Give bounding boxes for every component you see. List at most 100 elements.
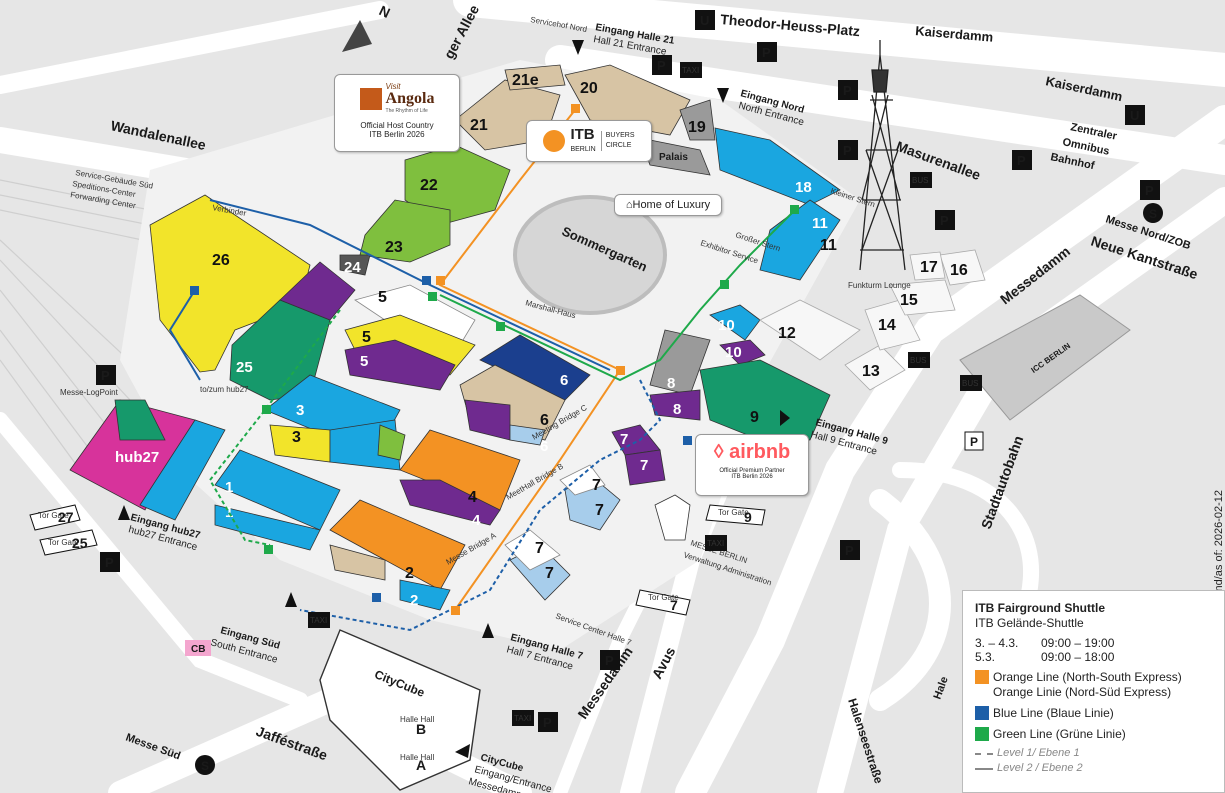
legend-blue: Blue Line (Blaue Linie) [975,706,1224,721]
svg-text:U: U [700,13,709,28]
hall-7-2b-label: 7 [592,477,601,494]
halls [69,64,986,791]
svg-text:S: S [1149,207,1157,221]
solid-line-icon [975,768,993,770]
hall-19-label: 19 [688,119,706,136]
stop-orange-2[interactable] [451,606,460,615]
stop-orange-mid[interactable] [436,276,445,285]
svg-text:P: P [1017,153,1026,168]
parking-icon-9[interactable]: P [100,552,120,572]
hall-3-green [377,424,406,461]
svg-text:P: P [1145,183,1154,198]
parking-icon-7[interactable]: P [935,210,955,230]
halle-b-letter: B [416,721,426,737]
parking-icon-10[interactable]: P [840,540,860,560]
parking-icon[interactable]: P [652,55,672,75]
arrow-entrance-21 [572,40,584,55]
gate-9[interactable]: Tor Gate 9 [705,504,766,526]
palais-label: Palais [659,152,688,163]
hall-10-purple [719,339,766,366]
taxi-icon-4[interactable]: TAXI [512,710,534,726]
s-bahn-sued-icon[interactable]: S [195,755,215,775]
arrow-entrance-hub27 [118,505,130,520]
stop-green-5[interactable] [428,292,437,301]
entrance-arrows [118,40,790,758]
hall-11b-label: 11 [820,237,837,254]
airbnb-callout[interactable]: ◊ airbnb Official Premium Partner ITB Be… [695,434,809,496]
hall-21-label: 21 [470,117,488,134]
hall-1-2-label: 1 [225,479,233,496]
home-of-luxury-callout[interactable]: ⌂Home of Luxury [614,194,722,216]
angola-callout[interactable]: Visit Angola The Rhythm of Life Official… [334,74,460,152]
svg-text:P: P [657,58,666,73]
stop-blue-9[interactable] [683,436,692,445]
svg-text:P: P [843,83,852,98]
parking-icon-13[interactable]: P [964,431,984,451]
hall-2-2-label: 2 [405,565,414,582]
hall-3-2-label: 3 [296,402,304,419]
funkturm-tower-icon [859,40,906,271]
parking-icon-6[interactable]: P [1140,180,1160,200]
bus-icon[interactable]: BUS [910,172,932,188]
stop-blue-24[interactable] [422,276,431,285]
shuttle-lines [168,109,796,632]
itb-buyers: BUYERS [605,132,635,139]
taxi-icon[interactable]: TAXI [680,62,702,78]
svg-text:S: S [201,759,209,773]
legend-level2: Level 2 / Ebene 2 [975,761,1224,776]
gate-27[interactable]: Tor Gate 27 [29,504,81,531]
parking-icon-3[interactable]: P [838,80,858,100]
itb-circle: CIRCLE [605,142,632,149]
halle-b-label: Halle Hall [400,715,434,724]
hall-16-label: 16 [950,262,968,279]
s-bahn-nord-icon[interactable]: S [1143,203,1163,223]
parking-icon-11[interactable]: P [600,650,620,670]
taxi-icon-3[interactable]: TAXI [308,612,330,628]
angola-name: Angola [385,90,435,107]
hall-25-purple [279,261,356,321]
stop-green-exhibitor[interactable] [720,280,729,289]
u-bahn-icon[interactable]: U [695,10,715,30]
stop-orange-6[interactable] [616,366,625,375]
hall-5-2-label: 5 [362,329,371,346]
stop-blue-2[interactable] [372,593,381,602]
parking-icon-5[interactable]: P [1012,150,1032,170]
hall-9 [699,359,831,441]
hall-20 [564,64,691,136]
arrow-entrance-sued [285,592,297,607]
svg-text:27: 27 [58,509,74,525]
parking-icon-12[interactable]: P [538,712,558,732]
stop-blue-26[interactable] [190,286,199,295]
parking-icon-8[interactable]: P [96,365,116,385]
hub27-green [114,399,166,441]
hall-7-2-label: 7 [620,431,628,448]
stop-green-3[interactable] [262,405,271,414]
taxi-icon-2[interactable]: TAXI [705,535,727,551]
bus-icon-3[interactable]: BUS [960,375,982,391]
stop-green-11[interactable] [790,205,799,214]
u-bahn-right-icon[interactable]: U [1125,105,1145,125]
hall-13-label: 13 [862,363,880,380]
stop-green-marshall[interactable] [496,322,505,331]
hall-19 [679,99,716,141]
avus-label: Avus [649,644,679,681]
parking-icon-2[interactable]: P [757,42,777,62]
itb-buyers-circle-callout[interactable]: ITB BERLIN BUYERS CIRCLE [526,120,652,162]
hall-15-label: 15 [900,292,918,309]
stop-green-1[interactable] [264,545,273,554]
stop-orange-21[interactable] [571,104,580,113]
hall-7-2b [559,464,606,496]
hall-5-level1 [344,339,456,391]
hall-6-1-label: 6 [540,438,548,455]
hall-18-label: 18 [795,179,812,196]
gate-7[interactable]: Tor Gate 7 [635,589,691,616]
parking-icon-4[interactable]: P [838,140,858,160]
hall-16 [939,249,986,286]
admin-tower [654,494,691,541]
hall-17 [909,251,946,281]
gate-25[interactable]: Tor Gate 25 [39,529,98,556]
hall-5-1-label: 5 [360,353,368,370]
cb-badge[interactable]: CB [185,640,211,656]
dashed-line-icon [975,753,993,755]
bus-icon-2[interactable]: BUS [908,352,930,368]
